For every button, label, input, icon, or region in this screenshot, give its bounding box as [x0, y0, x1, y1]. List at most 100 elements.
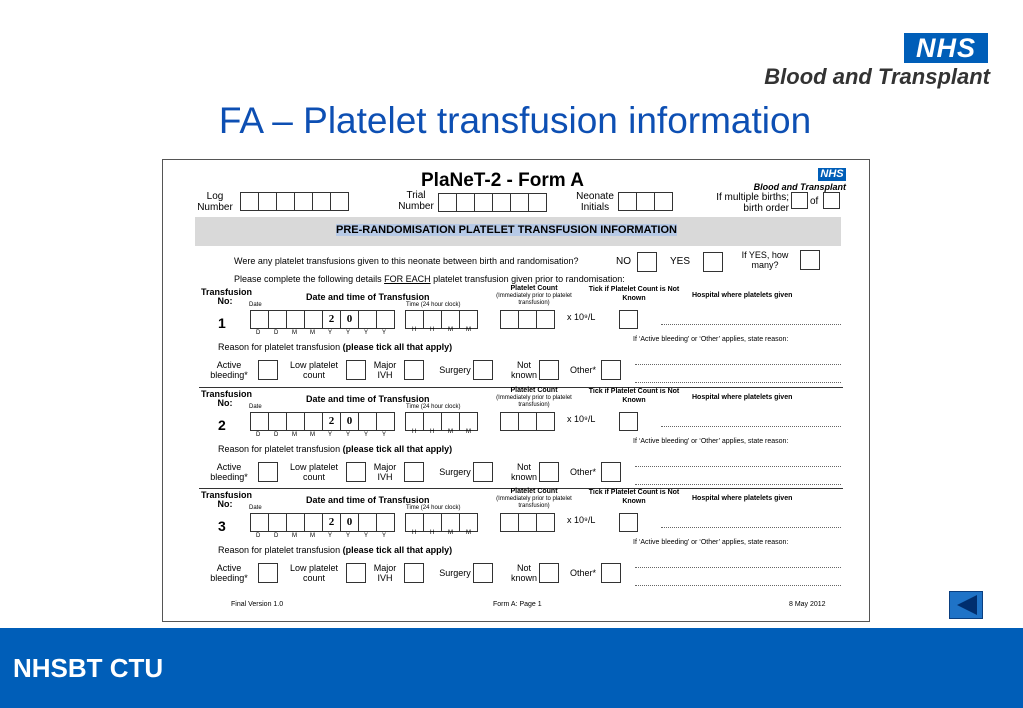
- reason-line-2: [635, 484, 841, 485]
- time-boxes: [405, 412, 478, 431]
- reason-pre: Reason for platelet transfusion: [218, 342, 343, 352]
- time-digit-label: H: [430, 429, 435, 435]
- option-low-platelet-count-box: [346, 462, 366, 482]
- option-surgery-box: [473, 462, 493, 482]
- date-label: Date: [249, 505, 262, 511]
- count-cell: [518, 310, 537, 329]
- option-low-platelet-count-label: Low platelet count: [289, 360, 339, 380]
- option-active-bleeding-label: Active bleeding*: [210, 563, 248, 583]
- date-cell: [286, 310, 305, 329]
- hospital-label: Hospital where platelets given: [692, 495, 793, 502]
- back-button[interactable]: [949, 591, 983, 619]
- time-digit-label: H: [412, 429, 417, 435]
- date-cell: [268, 513, 287, 532]
- date-time-label: Date and time of Transfusion: [306, 495, 430, 505]
- option-other-label: Other*: [569, 365, 596, 375]
- reason-pre: Reason for platelet transfusion: [218, 545, 343, 555]
- date-digit-label: Y: [364, 330, 369, 336]
- option-major-ivh-box: [404, 462, 424, 482]
- form-image: PlaNeT-2 - Form A NHS Blood and Transpla…: [162, 159, 870, 622]
- hospital-line: [661, 324, 841, 325]
- time-digit-label: H: [412, 530, 417, 536]
- date-digit-label: Y: [346, 330, 351, 336]
- date-digit-label: D: [274, 330, 279, 336]
- option-surgery-box: [473, 360, 493, 380]
- time-boxes: [405, 310, 478, 329]
- time-cell: [459, 310, 478, 329]
- state-reason-label: If ‘Active bleeding’ or ‘Other’ applies,…: [633, 539, 789, 546]
- time-digit-label: M: [448, 530, 453, 536]
- date-cell: [304, 310, 323, 329]
- birth-order-box: [791, 192, 808, 209]
- state-reason-label: If ‘Active bleeding’ or ‘Other’ applies,…: [633, 336, 789, 343]
- reason-emph: (please tick all that apply): [342, 342, 453, 352]
- time-digit-label: M: [466, 327, 471, 333]
- date-cell: [250, 310, 269, 329]
- option-other-box: [601, 462, 621, 482]
- platelet-count-boxes: [500, 412, 555, 431]
- footer-bar: [0, 628, 1023, 708]
- platelet-count-label: Platelet Count: [510, 488, 558, 495]
- date-cell: [376, 513, 395, 532]
- option-other-label: Other*: [569, 467, 596, 477]
- date-digit-label: M: [310, 432, 315, 438]
- transfusion-no-label: Transfusion No:: [201, 287, 253, 306]
- count-unit: x 10⁹/L: [567, 515, 596, 525]
- option-active-bleeding-label: Active bleeding*: [210, 360, 248, 380]
- section-title: PRE-RANDOMISATION PLATELET TRANSFUSION I…: [336, 224, 677, 236]
- time-digit-label: M: [448, 429, 453, 435]
- option-not-known-label: Not known: [510, 360, 537, 380]
- transfusion-question: Were any platelet transfusions given to …: [234, 256, 579, 266]
- hospital-line: [661, 527, 841, 528]
- not-known-box: [619, 513, 638, 532]
- hospital-label: Hospital where platelets given: [692, 292, 793, 299]
- form-date: 8 May 2012: [789, 601, 826, 608]
- option-active-bleeding-box: [258, 563, 278, 583]
- date-digit-label: Y: [382, 432, 387, 438]
- platelet-count-sub: (Immediately prior to platelet transfusi…: [496, 293, 572, 306]
- time-digit-label: H: [430, 327, 435, 333]
- neonate-initials-label: Neonate Initials: [576, 191, 614, 213]
- tick-not-known-label: Tick if Platelet Count is Not Known: [588, 489, 680, 505]
- birth-order-label: If multiple births; birth order: [716, 192, 789, 214]
- form-nhs-logo: NHS: [818, 168, 846, 181]
- date-cell: [304, 412, 323, 431]
- option-major-ivh-box: [404, 563, 424, 583]
- reason-pre: Reason for platelet transfusion: [218, 444, 343, 454]
- date-cell: [268, 310, 287, 329]
- option-low-platelet-count-box: [346, 360, 366, 380]
- reason-label: Reason for platelet transfusion (please …: [218, 545, 452, 555]
- initials-boxes: [618, 192, 673, 211]
- platelet-count-boxes: [500, 513, 555, 532]
- date-digit-label: Y: [364, 432, 369, 438]
- time-digit-label: H: [412, 327, 417, 333]
- date-time-label: Date and time of Transfusion: [306, 394, 430, 404]
- hospital-line: [661, 426, 841, 427]
- count-cell: [500, 310, 519, 329]
- date-label: Date: [249, 302, 262, 308]
- date-digit-label: M: [310, 533, 315, 539]
- date-digit-label: M: [292, 533, 297, 539]
- transfusion-number: 2: [218, 417, 226, 433]
- org-name: Blood and Transplant: [764, 64, 990, 89]
- reason-line-2: [635, 585, 841, 586]
- date-digit-label: Y: [364, 533, 369, 539]
- date-cell: [358, 513, 377, 532]
- date-digit-label: Y: [328, 432, 333, 438]
- platelet-count-boxes: [500, 310, 555, 329]
- transfusion-no-label: Transfusion No:: [201, 490, 253, 509]
- time-digit-label: M: [466, 429, 471, 435]
- platelet-count-sub: (Immediately prior to platelet transfusi…: [496, 395, 572, 408]
- date-cell: 2: [322, 513, 341, 532]
- form-org-name: Blood and Transplant: [753, 182, 846, 192]
- option-major-ivh-label: Major IVH: [373, 563, 397, 583]
- option-active-bleeding-box: [258, 360, 278, 380]
- option-active-bleeding-label: Active bleeding*: [210, 462, 248, 482]
- time-label: Time (24 hour clock): [406, 505, 461, 511]
- option-surgery-box: [473, 563, 493, 583]
- option-surgery-label: Surgery: [439, 365, 471, 375]
- count-cell: [536, 310, 555, 329]
- option-low-platelet-count-label: Low platelet count: [289, 563, 339, 583]
- reason-label: Reason for platelet transfusion (please …: [218, 444, 452, 454]
- time-cell: [459, 412, 478, 431]
